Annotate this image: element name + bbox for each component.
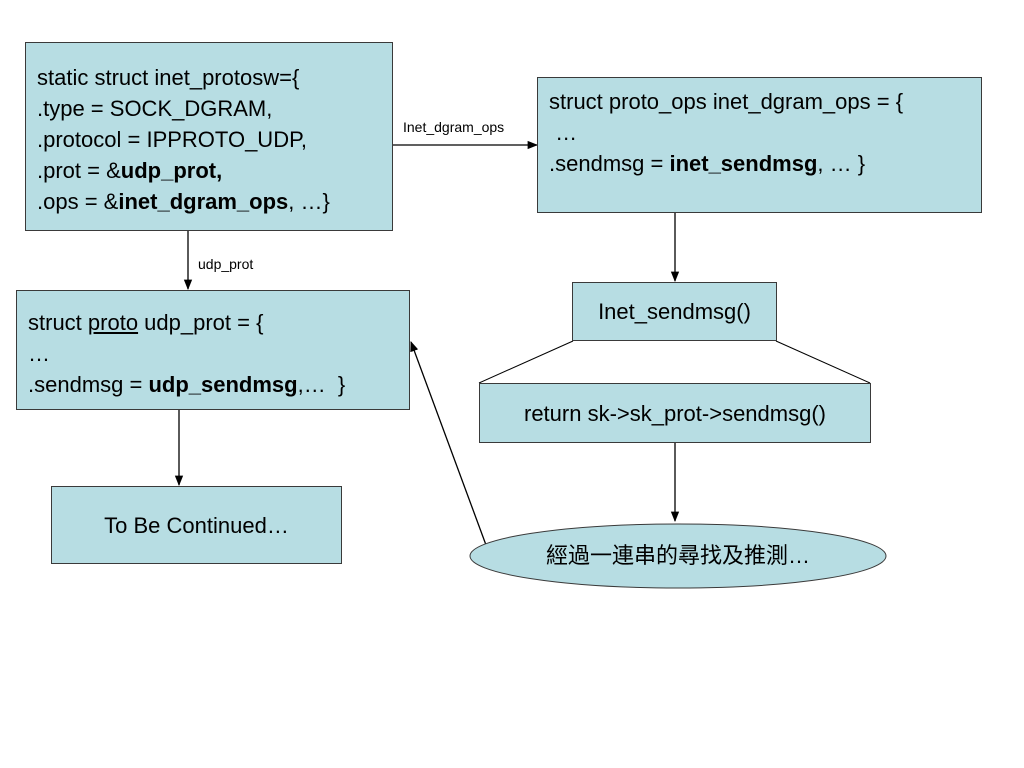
udp-prot-proto-type: proto xyxy=(87,310,139,335)
arrow-ellipse-to-udp-prot xyxy=(410,341,487,546)
dgram-ops-sendmsg-value: inet_sendmsg xyxy=(669,151,818,176)
protosw-line-2: .type = SOCK_DGRAM, xyxy=(37,96,273,121)
search-ellipse-label: 經過一連串的尋找及推測… xyxy=(545,543,810,568)
dgram-ops-sendmsg-suffix: , … } xyxy=(817,151,866,176)
udp-prot-line-3: .sendmsg = udp_sendmsg,… } xyxy=(28,369,409,400)
inet-sendmsg-box: Inet_sendmsg() xyxy=(572,282,777,341)
dgram-ops-line-1: struct proto_ops inet_dgram_ops = { xyxy=(549,89,904,114)
udp-prot-box: struct proto udp_prot = { … .sendmsg = u… xyxy=(16,290,410,410)
protosw-line-5: .ops = &inet_dgram_ops, …} xyxy=(37,186,392,217)
return-box: return sk->sk_prot->sendmsg() xyxy=(479,383,871,443)
protosw-prot-prefix: .prot = & xyxy=(37,158,121,183)
dgram-ops-line-2: … xyxy=(549,120,578,145)
search-ellipse-shape xyxy=(469,523,887,589)
dgram-ops-line-3: .sendmsg = inet_sendmsg, … } xyxy=(549,148,981,179)
edge-label-inet-dgram-ops: Inet_dgram_ops xyxy=(403,119,505,135)
edge-label-udp-prot: udp_prot xyxy=(198,256,254,272)
dgram-ops-box: struct proto_ops inet_dgram_ops = { … .s… xyxy=(537,77,982,213)
inet-sendmsg-label: Inet_sendmsg() xyxy=(598,299,751,324)
protosw-ops-prefix: .ops = & xyxy=(37,189,119,214)
udp-prot-struct-prefix: struct xyxy=(28,310,88,335)
protosw-ops-suffix: , …} xyxy=(288,189,330,214)
expand-line-left xyxy=(478,340,574,384)
continued-box: To Be Continued… xyxy=(51,486,342,564)
udp-prot-sendmsg-prefix: .sendmsg = xyxy=(28,372,149,397)
udp-prot-sendmsg-value: udp_sendmsg xyxy=(148,372,298,397)
udp-prot-line-1: struct proto udp_prot = { xyxy=(28,307,409,338)
udp-prot-line-2: … xyxy=(28,341,50,366)
protosw-line-1: static struct inet_protosw={ xyxy=(37,65,300,90)
return-label: return sk->sk_prot->sendmsg() xyxy=(524,400,826,426)
protosw-line-4: .prot = &udp_prot, xyxy=(37,155,392,186)
protosw-line-3: .protocol = IPPROTO_UDP, xyxy=(37,127,308,152)
dgram-ops-sendmsg-prefix: .sendmsg = xyxy=(549,151,670,176)
udp-prot-struct-suffix: udp_prot = { xyxy=(138,310,264,335)
expand-line-right xyxy=(775,340,871,384)
continued-label: To Be Continued… xyxy=(104,512,289,538)
protosw-box: static struct inet_protosw={ .type = SOC… xyxy=(25,42,393,231)
udp-prot-sendmsg-suffix: ,… } xyxy=(297,372,346,397)
protosw-prot-value: udp_prot, xyxy=(120,158,223,183)
protosw-ops-value: inet_dgram_ops xyxy=(118,189,289,214)
